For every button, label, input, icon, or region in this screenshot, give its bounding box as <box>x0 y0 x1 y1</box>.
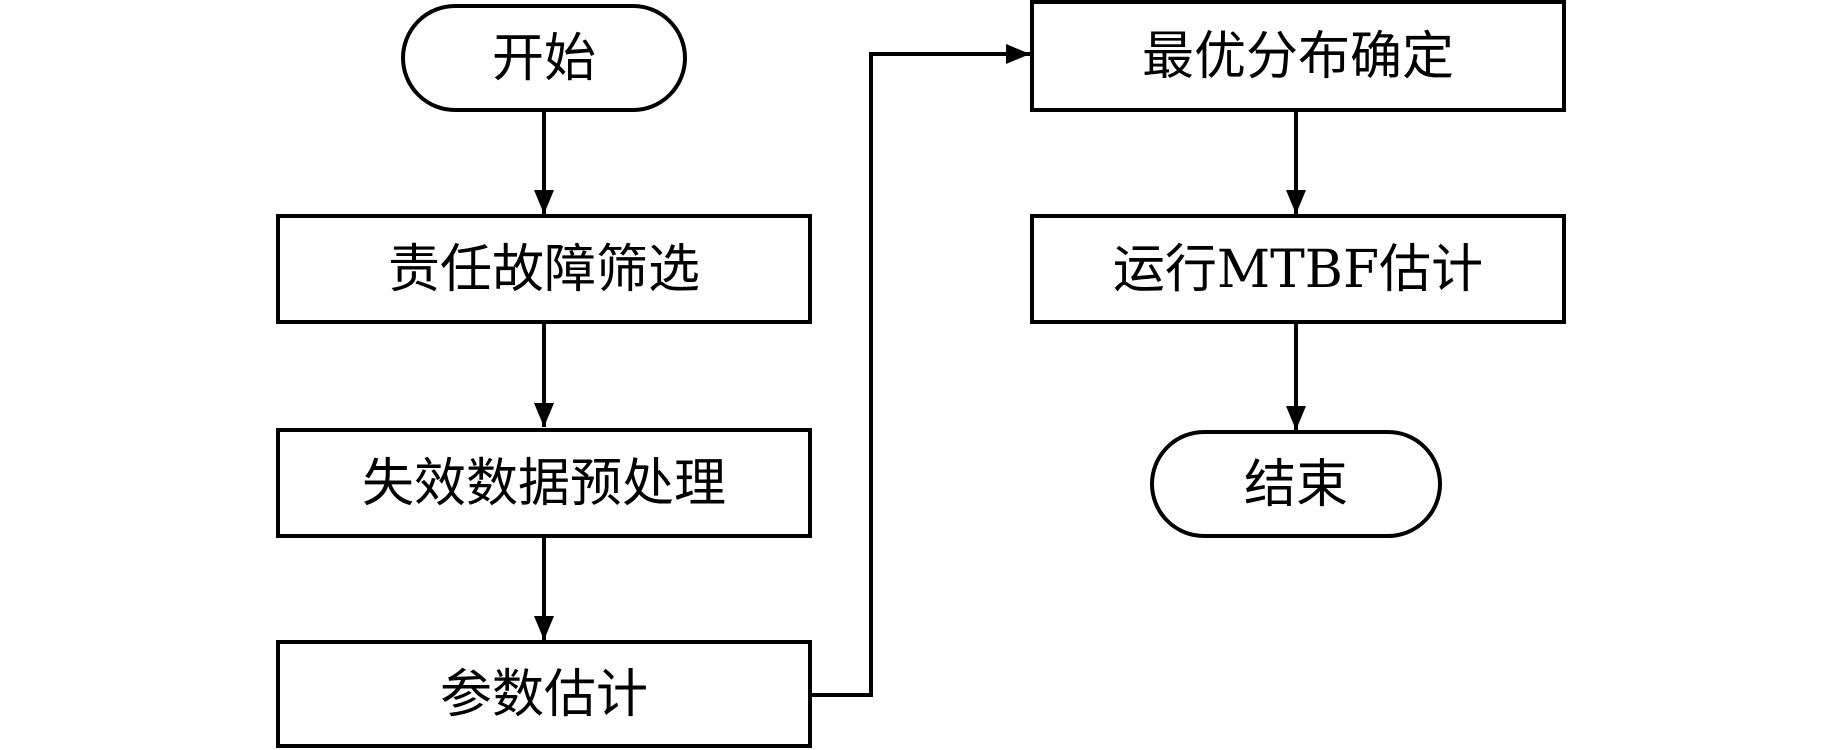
node-fault-screening-label: 责任故障筛选 <box>388 240 700 300</box>
node-data-preprocessing-shape <box>276 428 812 538</box>
node-start-label: 开始 <box>492 29 596 89</box>
node-mtbf-estimation-shape <box>1030 214 1566 324</box>
node-fault-screening-shape <box>276 214 812 324</box>
node-parameter-estimation-label: 参数估计 <box>440 665 648 725</box>
node-end: 结束 <box>1150 430 1442 538</box>
node-mtbf-estimation: 运行MTBF估计 <box>1030 214 1566 324</box>
node-optimal-distribution-shape <box>1030 0 1566 112</box>
node-parameter-estimation: 参数估计 <box>276 640 812 748</box>
nodes: 开始 责任故障筛选 失效数据预处理 参数估计 最优分布确定 运行MTBF估计 结… <box>276 0 1566 748</box>
node-end-shape <box>1150 430 1442 538</box>
node-data-preprocessing-label: 失效数据预处理 <box>362 454 726 514</box>
node-data-preprocessing: 失效数据预处理 <box>276 428 812 538</box>
node-optimal-distribution: 最优分布确定 <box>1030 0 1566 112</box>
edges <box>534 44 1306 697</box>
node-optimal-distribution-label: 最优分布确定 <box>1142 27 1454 87</box>
node-fault-screening: 责任故障筛选 <box>276 214 812 324</box>
node-start: 开始 <box>401 4 687 112</box>
edge-parameter-estimation-to-optimal-distribution <box>812 44 1030 697</box>
node-end-label: 结束 <box>1244 455 1348 515</box>
node-mtbf-estimation-label: 运行MTBF估计 <box>1113 240 1483 300</box>
node-parameter-estimation-shape <box>276 640 812 748</box>
node-start-shape <box>401 4 687 112</box>
